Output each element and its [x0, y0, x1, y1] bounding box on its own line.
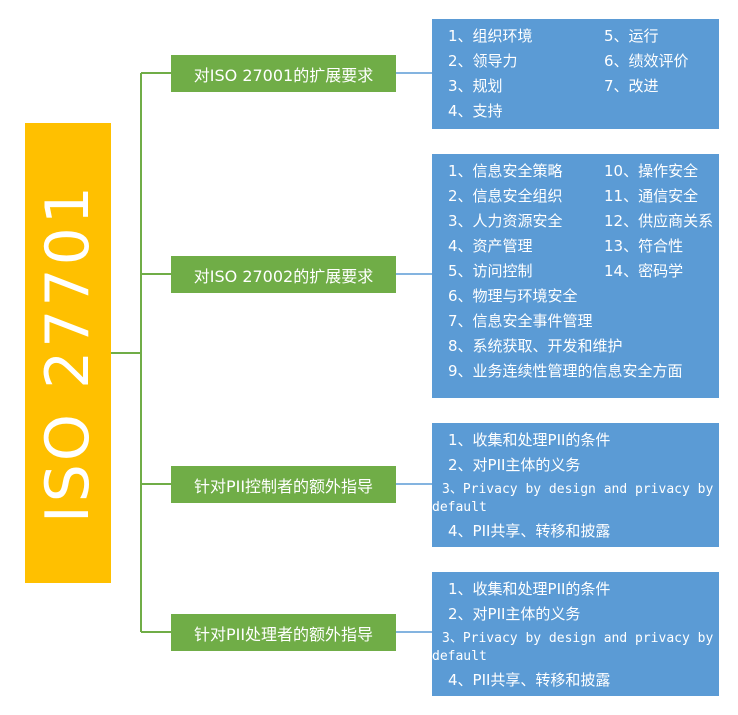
list-item: 5、运行	[604, 27, 659, 45]
list-item: 9、业务连续性管理的信息安全方面	[448, 362, 683, 380]
list-item: 4、支持	[448, 102, 503, 120]
list-item: 3、规划	[448, 77, 503, 95]
branch-iso-27001: 对ISO 27001的扩展要求	[171, 55, 396, 92]
list-item: 3、Privacy by design and privacy by defau…	[432, 631, 714, 664]
branch-label: 对ISO 27002的扩展要求	[193, 266, 374, 286]
branch-pii-processor: 针对PII处理者的额外指导	[171, 614, 396, 651]
branch-label: 对ISO 27001的扩展要求	[193, 65, 374, 85]
detail-box-pii-processor: 1、收集和处理PII的条件 2、对PII主体的义务 3、Privacy by d…	[432, 572, 719, 696]
list-item: 4、PII共享、转移和披露	[448, 671, 611, 689]
list-item: 3、Privacy by design and privacy by defau…	[432, 482, 714, 515]
list-item: 2、领导力	[448, 52, 518, 70]
list-item: 1、收集和处理PII的条件	[448, 580, 611, 598]
detail-box-iso-27001: 1、组织环境 2、领导力 3、规划 4、支持 5、运行 6、绩效评价 7、改进	[432, 19, 719, 129]
detail-box-iso-27002: 1、信息安全策略 2、信息安全组织 3、人力资源安全 4、资产管理 5、访问控制…	[432, 154, 719, 398]
root-node: ISO 27701	[25, 123, 111, 583]
list-item: 14、密码学	[604, 262, 684, 280]
list-item: 2、信息安全组织	[448, 187, 563, 205]
list-item: 1、收集和处理PII的条件	[448, 431, 611, 449]
list-item: 5、访问控制	[448, 262, 533, 280]
list-item: 2、对PII主体的义务	[448, 605, 581, 623]
list-item: 1、信息安全策略	[448, 162, 563, 180]
list-item: 11、通信安全	[604, 187, 699, 205]
list-item: 12、供应商关系	[604, 212, 714, 230]
list-item: 3、人力资源安全	[448, 212, 563, 230]
branch-label: 针对PII控制者的额外指导	[193, 476, 374, 496]
list-item: 13、符合性	[604, 237, 684, 255]
list-item: 4、资产管理	[448, 237, 533, 255]
branch-pii-controller: 针对PII控制者的额外指导	[171, 466, 396, 503]
list-item: 2、对PII主体的义务	[448, 456, 581, 474]
detail-box-pii-controller: 1、收集和处理PII的条件 2、对PII主体的义务 3、Privacy by d…	[432, 423, 719, 547]
list-item: 6、物理与环境安全	[448, 287, 578, 305]
list-item: 4、PII共享、转移和披露	[448, 522, 611, 540]
list-item: 7、改进	[604, 77, 659, 95]
branch-iso-27002: 对ISO 27002的扩展要求	[171, 256, 396, 293]
list-item: 10、操作安全	[604, 162, 699, 180]
list-item: 7、信息安全事件管理	[448, 312, 593, 330]
root-title: ISO 27701	[33, 183, 103, 523]
list-item: 1、组织环境	[448, 27, 533, 45]
list-item: 8、系统获取、开发和维护	[448, 337, 623, 355]
branch-label: 针对PII处理者的额外指导	[193, 624, 374, 644]
list-item: 6、绩效评价	[604, 52, 689, 70]
